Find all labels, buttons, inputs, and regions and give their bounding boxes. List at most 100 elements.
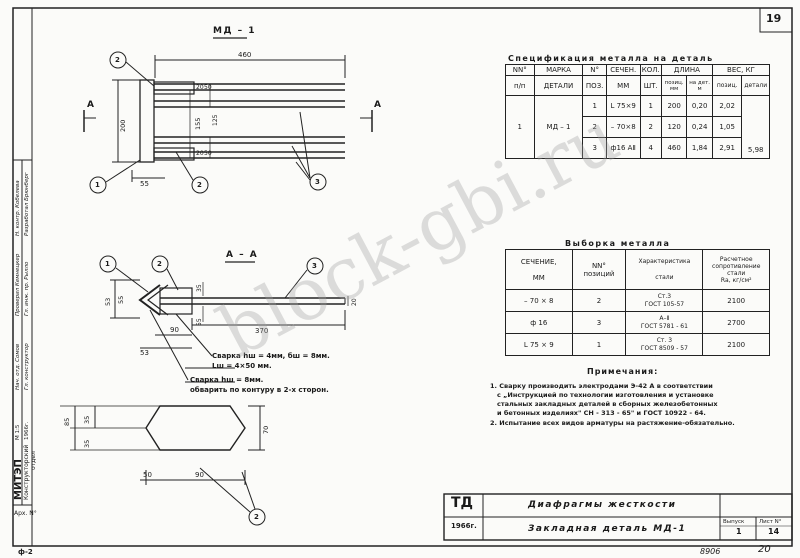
spec-title: Спецификация металла на деталь — [508, 54, 714, 63]
side-row-5: Нач. отд. Сомов — [15, 343, 21, 390]
spec-h-mark2: ДЕТАЛИ — [533, 75, 584, 96]
dim-20b: 20 — [196, 150, 204, 157]
spec-h-qty2: ШТ. — [639, 75, 662, 96]
callout-2-top-b: 2 — [197, 181, 202, 189]
dim-460: 460 — [238, 51, 252, 59]
spec-h-num: NN° — [505, 64, 535, 76]
plate-dim-85: 85 — [63, 417, 71, 426]
aa-dim-35: 35 — [196, 284, 203, 292]
spec-h-sec: СЕЧЕН. — [605, 64, 641, 76]
aa-dim-55b: 55 — [196, 318, 203, 326]
spec-lpos: 120 — [660, 116, 688, 138]
aa-dim-55: 55 — [117, 295, 125, 304]
title-year: 1966г. — [451, 522, 477, 530]
spec-h-sec2: ММ — [605, 75, 641, 96]
spec-h-wt-det: детали — [741, 75, 770, 96]
aa-dim-370: 370 — [255, 327, 269, 335]
footer-left: ф-2 — [18, 548, 33, 556]
vyb-h-sec: СЕЧЕНИЕ,ММ — [505, 249, 573, 290]
spec-pos: 3 — [582, 137, 607, 159]
spec-h-pos: N° — [582, 64, 607, 76]
org-dept: Конструкторский — [23, 444, 30, 500]
callout-2-aa: 2 — [157, 260, 162, 268]
weld-note-2: Сварка hш = 8мм. — [190, 376, 264, 384]
side-row-1: Н. контр. Кобелева — [15, 180, 21, 236]
side-row-3: Проверил Кемнецкер — [15, 253, 21, 316]
weld-note-1b: Lш = 4×50 мм. — [212, 362, 272, 370]
org-name: МИТЭП — [13, 459, 24, 500]
spec-table: NN° МАРКА N° СЕЧЕН. КОЛ. ДЛИНА ВЕС, КГ п… — [505, 64, 771, 159]
vyb-res: 2100 — [702, 333, 770, 356]
section-marker-a-left: A — [87, 100, 94, 110]
side-row-6: Гл. конструктор — [24, 343, 30, 390]
md1-title: МД – 1 — [213, 26, 257, 36]
callout-2-plate: 2 — [254, 513, 259, 521]
note-1b: с „Инструкцией по технологии изготовлени… — [497, 391, 714, 399]
spec-h-pos2: ПОЗ. — [582, 75, 607, 96]
aa-dim-53: 53 — [104, 297, 112, 306]
aa-dim-53b: 53 — [140, 349, 149, 357]
footer-mid: 8906 — [700, 547, 721, 556]
note-1c: стальных закладных деталей в сборных жел… — [497, 400, 718, 408]
weld-note-1: Сварка hш = 4мм, бш = 8мм. — [212, 352, 330, 360]
org-dept-2: отдел — [30, 451, 37, 470]
title-vyp: 1 — [736, 527, 742, 536]
archive-label: Арх. N° — [14, 510, 37, 517]
title-name-1: Диафрагмы жесткости — [528, 500, 677, 510]
vyb-sec: – 70 × 8 — [505, 289, 573, 312]
spec-total: 5,98 — [741, 95, 770, 159]
spec-sec: L 75×9 — [605, 95, 641, 117]
spec-pos: 2 — [582, 116, 607, 138]
spec-h-wt-pos: позиц. — [711, 75, 743, 96]
spec-lpos: 200 — [660, 95, 688, 117]
spec-qty: 1 — [639, 95, 662, 117]
note-1a: 1. Сварку производить электродами Э-42 А… — [490, 382, 713, 390]
spec-h-mark: МАРКА — [533, 64, 584, 76]
title-td: ТД — [451, 495, 474, 511]
vyb-res: 2100 — [702, 289, 770, 312]
title-list-label: Лист N° — [759, 519, 782, 525]
weld-note-2b: обварить по контуру в 2-х сторон. — [190, 386, 329, 394]
spec-ldet: 1,84 — [686, 137, 713, 159]
notes-title: Примечания: — [587, 367, 659, 376]
spec-lpos: 460 — [660, 137, 688, 159]
vyb-title: Выборка металла — [565, 239, 671, 248]
spec-ldet: 0,24 — [686, 116, 713, 138]
plate-dim-35: 35 — [83, 415, 91, 424]
dim-50: 50 — [204, 84, 212, 91]
section-marker-a-right: A — [374, 100, 381, 110]
side-row-7: М 1:5 — [15, 424, 21, 440]
note-2: 2. Испытание всех видов арматуры на раст… — [490, 419, 735, 427]
note-1d: и бетонных изделиях" СН - 313 - 65" и ГО… — [497, 409, 706, 417]
spec-row-mark: МД – 1 — [533, 95, 584, 159]
dim-200: 200 — [119, 119, 127, 132]
spec-ldet: 0,20 — [686, 95, 713, 117]
side-row-8: 1966г. — [24, 421, 30, 440]
spec-h-qty: КОЛ. — [639, 64, 662, 76]
side-row-4: Гл. инж. пр. Рылло — [24, 261, 30, 316]
vyb-res: 2700 — [702, 311, 770, 334]
plate-dim-90: 90 — [195, 471, 204, 479]
spec-qty: 2 — [639, 116, 662, 138]
plate-dim-70: 70 — [262, 425, 270, 434]
title-list: 14 — [768, 527, 780, 536]
page-number: 19 — [766, 12, 782, 25]
spec-h-wt: ВЕС, КГ — [711, 64, 771, 76]
aa-dim-90: 90 — [170, 326, 179, 334]
title-name-2: Закладная деталь МД-1 — [528, 524, 687, 534]
dim-155: 155 — [194, 117, 202, 130]
footer-right: 20 — [758, 544, 771, 555]
spec-h-len-det: на дет. м — [686, 75, 713, 96]
vyb-pos: 3 — [571, 311, 627, 334]
vyb-h-pos: NN°позиций — [571, 249, 627, 290]
spec-wpos: 2,02 — [711, 95, 743, 117]
vyb-pos: 2 — [571, 289, 627, 312]
vyb-pos: 1 — [571, 333, 627, 356]
vyb-sec: ф 16 — [505, 311, 573, 334]
